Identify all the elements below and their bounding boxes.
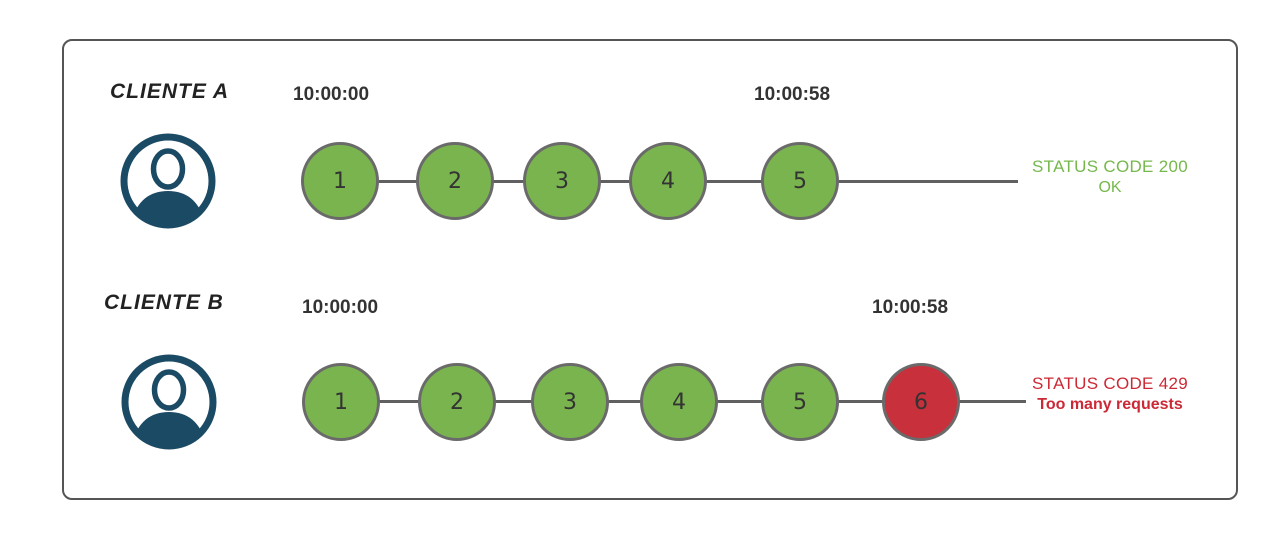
frame-border [62,39,1238,500]
request-circle: 5 [761,363,839,441]
status-message-text: Too many requests [1037,396,1183,413]
client-b-label: CLIENTE B [104,291,224,314]
row-a-start-time: 10:00:00 [293,84,370,105]
row-b-end-time: 10:00:58 [872,297,949,318]
status-code-text: STATUS CODE 429 [1032,374,1188,393]
request-circle: 3 [523,142,601,220]
request-circle: 1 [302,363,380,441]
client-a-label: CLIENTE A [110,80,230,103]
row-b-status: STATUS CODE 429 Too many requests [1024,373,1196,415]
request-circle: 1 [301,142,379,220]
request-circle: 2 [416,142,494,220]
row-b-start-time: 10:00:00 [302,297,379,318]
request-circle: 4 [640,363,718,441]
request-circle: 3 [531,363,609,441]
row-a-end-time: 10:00:58 [754,84,831,105]
request-circle-rate-limited: 6 [882,363,960,441]
user-avatar-icon [119,352,219,452]
row-a-status: STATUS CODE 200 OK [1024,156,1196,198]
user-avatar-icon [118,131,218,231]
status-message-text: OK [1098,179,1122,196]
request-circle: 2 [418,363,496,441]
status-code-text: STATUS CODE 200 [1032,157,1188,176]
request-circle: 5 [761,142,839,220]
request-circle: 4 [629,142,707,220]
